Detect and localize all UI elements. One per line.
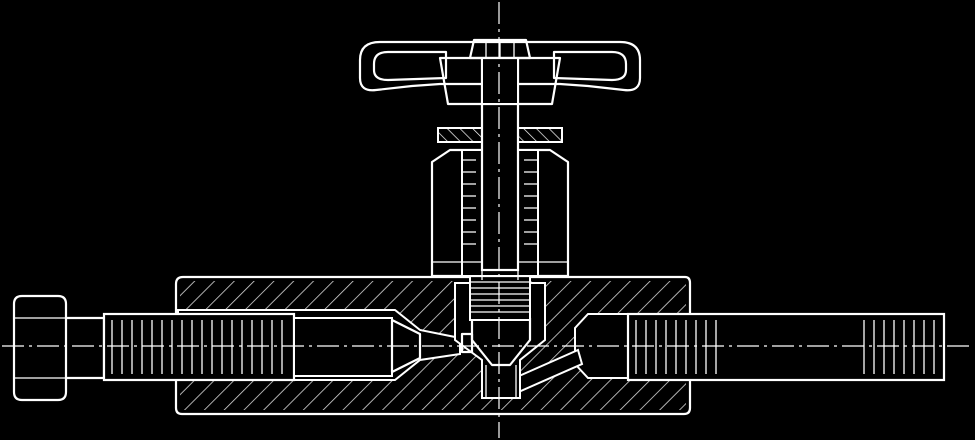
threaded-outlet-stud bbox=[626, 312, 946, 382]
spindle-thread bbox=[469, 275, 531, 321]
hex-bolt bbox=[12, 294, 106, 402]
handwheel bbox=[358, 40, 642, 92]
threaded-inlet-stud bbox=[102, 312, 422, 382]
handwheel-hub bbox=[438, 38, 562, 106]
